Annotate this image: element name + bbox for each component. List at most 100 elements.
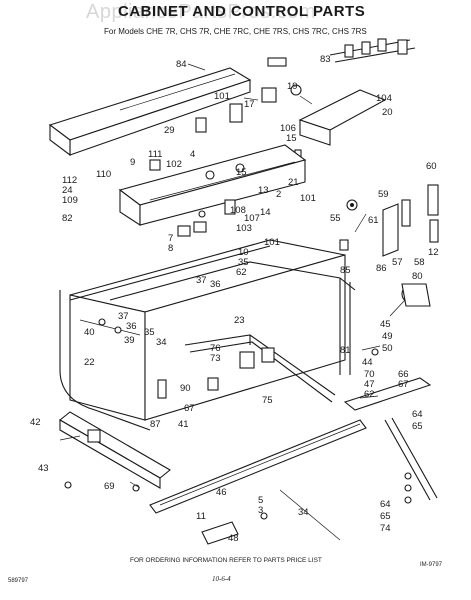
callout-12: 12 (428, 247, 439, 258)
callout-62b: 62 (364, 389, 375, 400)
callout-20: 20 (382, 107, 393, 118)
callout-35: 35 (238, 257, 249, 268)
callout-8: 8 (168, 243, 174, 254)
callout-47: 47 (364, 379, 375, 390)
callout-86: 86 (376, 263, 387, 274)
diagonal-strip (279, 377, 438, 541)
screws (64, 210, 412, 520)
callout-19: 19 (287, 81, 298, 92)
callout-5: 5 (258, 495, 264, 506)
callout-102: 102 (166, 159, 182, 170)
callout-108: 108 (230, 205, 246, 216)
callout-10: 10 (238, 247, 249, 258)
callout-48: 48 (228, 533, 239, 544)
callout-3: 3 (258, 505, 264, 516)
callout-44: 44 (362, 357, 373, 368)
callout-7: 7 (168, 233, 174, 244)
control-panel-strip (48, 67, 252, 157)
callout-37b: 37 (118, 311, 129, 322)
callout-106: 106 (280, 123, 296, 134)
hinge-parts (339, 184, 439, 307)
callout-9: 9 (130, 157, 136, 168)
callout-23: 23 (234, 315, 245, 326)
callout-40: 40 (84, 327, 95, 338)
long-rail (149, 419, 367, 514)
callout-66: 66 (398, 369, 409, 380)
cabinet-body (59, 239, 346, 431)
bottom-channel (59, 411, 171, 489)
callout-21: 21 (288, 177, 299, 188)
callout-90: 90 (180, 383, 191, 394)
callout-35b: 35 (144, 327, 155, 338)
callout-75: 75 (262, 395, 273, 406)
callout-50: 50 (382, 343, 393, 354)
ordering-note: FOR ORDERING INFORMATION REFER TO PARTS … (130, 557, 322, 564)
callout-64: 64 (412, 409, 423, 420)
callout-49: 49 (382, 331, 393, 342)
callout-61: 61 (368, 215, 379, 226)
callout-67b: 67 (184, 403, 195, 414)
callout-34: 34 (156, 337, 167, 348)
callout-58: 58 (414, 257, 425, 268)
callout-59: 59 (378, 189, 389, 200)
callout-81: 81 (340, 345, 351, 356)
callout-101c: 101 (264, 237, 280, 248)
callout-109: 109 (62, 195, 78, 206)
callout-36b: 36 (126, 321, 137, 332)
callout-104: 104 (376, 93, 392, 104)
side-bracket (298, 38, 416, 146)
callout-65: 65 (412, 421, 423, 432)
drawing-ref-left: 589797 (8, 578, 29, 584)
callout-42: 42 (30, 417, 41, 428)
leader-lines (59, 63, 406, 489)
callout-103: 103 (236, 223, 252, 234)
callout-107: 107 (244, 213, 260, 224)
callout-14: 14 (260, 207, 271, 218)
callout-39: 39 (124, 335, 135, 346)
callout-34b: 34 (298, 507, 309, 518)
callout-29: 29 (164, 125, 175, 136)
callout-64b: 64 (380, 499, 391, 510)
callout-2: 2 (276, 189, 282, 200)
callout-41: 41 (178, 419, 189, 430)
callout-111: 111 (148, 149, 163, 160)
callout-83: 83 (320, 54, 331, 65)
callout-73: 73 (210, 353, 221, 364)
callout-101b: 101 (300, 193, 316, 204)
control-box (118, 144, 307, 227)
callout-67: 67 (398, 379, 409, 390)
diagram-title: CABINET AND CONTROL PARTS (118, 3, 366, 20)
callout-13: 13 (258, 185, 269, 196)
callout-17: 17 (244, 99, 255, 110)
callout-74: 74 (380, 523, 391, 534)
callout-112: 112 (62, 175, 78, 186)
callout-110: 110 (96, 169, 112, 180)
watermark: AppliancePartsPros.com (86, 1, 316, 23)
callout-45: 45 (380, 319, 391, 330)
callout-36: 36 (210, 279, 221, 290)
callout-85: 85 (340, 265, 351, 276)
callout-46: 46 (216, 487, 227, 498)
callout-15b: 15 (236, 167, 247, 178)
cabinet-rails (109, 261, 356, 403)
callout-87: 87 (150, 419, 161, 430)
callout-101: 101 (214, 91, 230, 102)
callout-4: 4 (190, 149, 196, 160)
callout-70: 70 (364, 369, 375, 380)
callout-60: 60 (426, 161, 437, 172)
callout-76: 76 (210, 343, 221, 354)
callout-24: 24 (62, 185, 73, 196)
callout-57: 57 (392, 257, 403, 268)
callout-62: 62 (236, 267, 247, 278)
callout-80: 80 (412, 271, 423, 282)
callout-55: 55 (330, 213, 341, 224)
front-panel-parts (157, 347, 275, 545)
model-list: For Models CHE 7R, CHS 7R, CHE 7RC, CHE … (104, 27, 367, 36)
handwritten-note: 10-6-4 (212, 575, 231, 583)
callout-22: 22 (84, 357, 95, 368)
callout-15: 15 (286, 133, 297, 144)
callout-11: 11 (196, 511, 206, 522)
callout-43: 43 (38, 463, 49, 474)
